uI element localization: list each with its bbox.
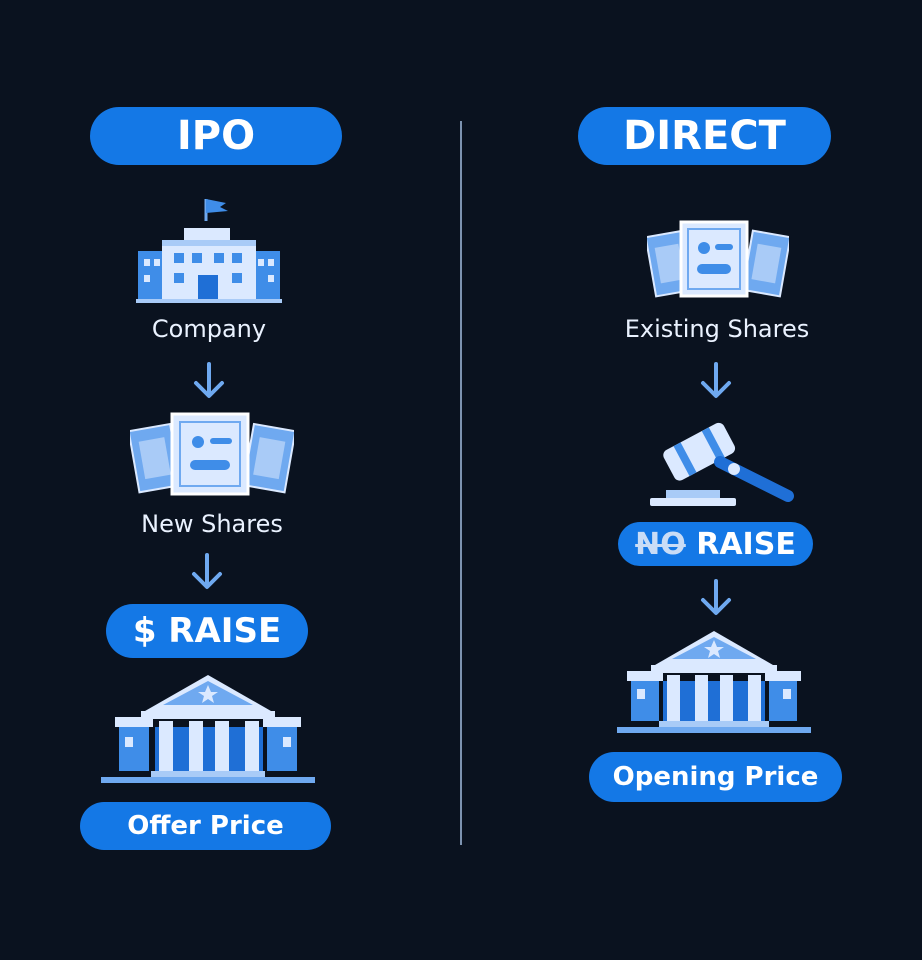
gavel-icon xyxy=(650,422,794,506)
arrow-down-icon xyxy=(194,362,224,398)
ipo-title-pill: IPO xyxy=(90,107,342,165)
ipo-raise-text: $ RAISE xyxy=(132,611,282,651)
ipo-step-company: Company xyxy=(151,315,267,343)
share-certificate-icon xyxy=(130,412,294,496)
stock-exchange-icon xyxy=(101,675,315,783)
direct-opening-price-text: Opening Price xyxy=(612,762,819,792)
arrow-down-icon xyxy=(701,362,731,398)
arrow-down-icon xyxy=(701,579,731,615)
ipo-step-new-shares: New Shares xyxy=(141,510,283,538)
stock-exchange-icon xyxy=(617,631,811,733)
ipo-offer-price-pill: Offer Price xyxy=(80,802,331,850)
ipo-title: IPO xyxy=(176,113,256,159)
direct-opening-price-pill: Opening Price xyxy=(589,752,842,802)
office-building-icon xyxy=(136,199,282,303)
direct-title: DIRECT xyxy=(623,113,786,159)
direct-raise-pill: NO RAISE xyxy=(618,522,813,566)
direct-raise-strike: NO xyxy=(635,526,686,562)
direct-title-pill: DIRECT xyxy=(578,107,831,165)
direct-raise-text: RAISE xyxy=(685,526,796,562)
ipo-offer-price-text: Offer Price xyxy=(127,811,284,841)
share-certificate-icon xyxy=(647,220,789,298)
ipo-raise-pill: $ RAISE xyxy=(106,604,308,658)
column-divider xyxy=(460,121,462,845)
direct-step-existing-shares: Existing Shares xyxy=(624,315,810,343)
arrow-down-icon xyxy=(192,553,222,589)
